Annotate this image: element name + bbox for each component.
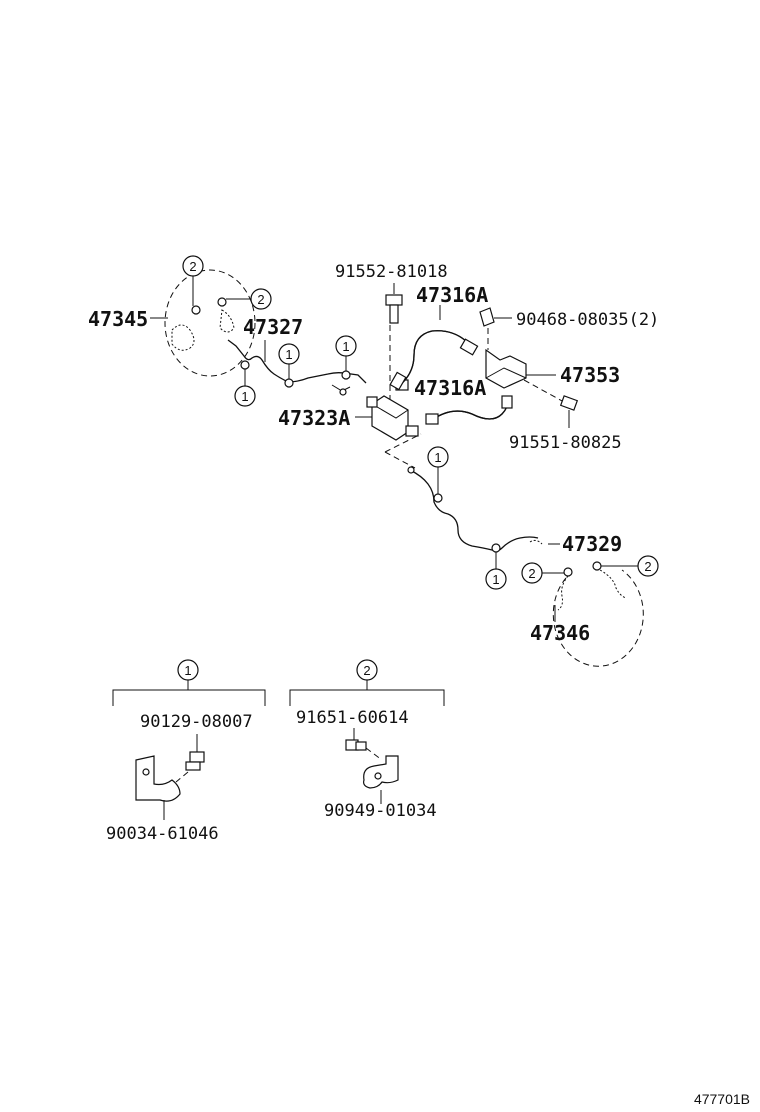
callout-circle-1 (335, 335, 357, 357)
callout-number: 1 (241, 389, 248, 404)
left-callouts: 2 2 1 1 1 (150, 255, 357, 407)
legend-marker-number: 2 (363, 663, 370, 678)
part-label-47353: 47353 (560, 363, 620, 387)
junction-link-dashed (384, 433, 422, 453)
part-label-47345: 47345 (88, 307, 148, 331)
right-fitting-b (592, 561, 602, 571)
junction-block-edge (371, 403, 409, 419)
legend-bolt-90129-08007: 90129-08007 (140, 712, 253, 732)
part-number-labels: 47345 47327 47323A 91552-81018 47316A 90… (88, 262, 659, 645)
part-label-91552-81018: 91552-81018 (335, 262, 448, 282)
part-label-90468-08035: 90468-08035(2) (516, 310, 659, 330)
callout-number: 2 (644, 559, 651, 574)
callout-number: 2 (189, 259, 196, 274)
callout-circle-1 (234, 385, 256, 407)
legend-clamp-hole (142, 768, 150, 776)
callout-number: 1 (492, 572, 499, 587)
flex-hose-upper-fill (399, 330, 473, 386)
bolt-install-path (523, 379, 565, 403)
legend-clamp-90034-61046: 90034-61046 (106, 824, 219, 844)
legend-group-1: 1 90129-08007 90034-61046 (106, 659, 266, 844)
bracket-47353-fold (485, 367, 527, 379)
part-label-47346: 47346 (530, 621, 590, 645)
rear-clamp-point-b (491, 543, 501, 553)
bolt-shank-91552 (389, 304, 399, 324)
part-label-47316A-lower: 47316A (414, 376, 486, 400)
left-clamp-point-c (341, 370, 351, 380)
left-fitting-a (191, 305, 201, 315)
left-brake-assembly (164, 269, 367, 396)
legend-clamp-shape (135, 755, 181, 802)
hose-clip-90468 (479, 307, 495, 327)
rear-brake-line: 1 1 (407, 446, 560, 590)
right-brake-bracket-shape (599, 569, 627, 599)
right-brake-hose-shape (557, 575, 569, 611)
callout-circle-2 (182, 255, 204, 277)
callout-number: 2 (528, 566, 535, 581)
lower-hose-end-fitting (501, 395, 513, 409)
left-fitting-b (217, 297, 227, 307)
lower-hose-start-fitting (425, 413, 439, 425)
rear-clamp-point-a (433, 493, 443, 503)
right-brake-assembly: 2 2 (521, 555, 659, 667)
part-label-91551-80825: 91551-80825 (509, 433, 622, 453)
legend-bolt-91651-60614: 91651-60614 (296, 708, 409, 728)
junction-port-b (405, 425, 419, 437)
legend-group-2: 2 91651-60614 90949-01034 (289, 659, 445, 821)
left-brake-bracket-shape (219, 309, 235, 333)
left-tube-nut (339, 388, 347, 396)
callout-number: 2 (257, 292, 264, 307)
legend-bolt-shape (189, 751, 205, 763)
left-brake-disc-outline (164, 269, 256, 377)
legend-bolt-shank (185, 761, 201, 771)
left-brake-hose-shape (171, 324, 195, 351)
part-label-47316A-upper: 47316A (416, 283, 488, 307)
legend-clamp-90949-01034: 90949-01034 (324, 801, 437, 821)
flex-hose-lower-fill (431, 399, 509, 421)
upper-hose-end-fitting (459, 338, 479, 356)
callout-number: 1 (285, 347, 292, 362)
upper-hose-start-fitting (389, 371, 407, 391)
figure-id: 477701B (694, 1091, 750, 1107)
callout-circle-2 (521, 562, 543, 584)
callout-circle-1 (485, 568, 507, 590)
callout-circle-2 (250, 288, 272, 310)
junction-port-a (366, 396, 378, 408)
callout-circle-1 (427, 446, 449, 468)
bolt-install-path (365, 747, 383, 761)
part-label-47329: 47329 (562, 532, 622, 556)
right-fitting-a (563, 567, 573, 577)
rear-tube-end (529, 539, 543, 545)
callout-number: 1 (434, 450, 441, 465)
center-assembly (355, 283, 579, 469)
legend-bolt-shank (355, 741, 367, 751)
rear-tube-start-nut (407, 466, 415, 474)
part-label-47327: 47327 (243, 315, 303, 339)
left-brake-tube-47327 (227, 339, 367, 384)
legend-clamp-hole (374, 772, 382, 780)
legend-bracket (112, 689, 266, 706)
bolt-head-91551 (559, 395, 579, 411)
callout-circle-1 (278, 343, 300, 365)
bolt-install-path (175, 771, 189, 783)
bolt-head-91552 (385, 294, 403, 306)
callout-circle-2 (637, 555, 659, 577)
junction-link-dashed (384, 451, 416, 469)
legend-clamp-shape (363, 755, 399, 789)
left-clamp-point-a (240, 360, 250, 370)
left-clamp-point-b (284, 378, 294, 388)
legend-marker-number: 1 (184, 663, 191, 678)
rear-brake-tube-47329 (409, 469, 539, 552)
right-brake-disc-outline (552, 569, 644, 667)
legend-bracket (289, 689, 445, 706)
callout-number: 1 (342, 339, 349, 354)
part-label-47323A: 47323A (278, 406, 350, 430)
